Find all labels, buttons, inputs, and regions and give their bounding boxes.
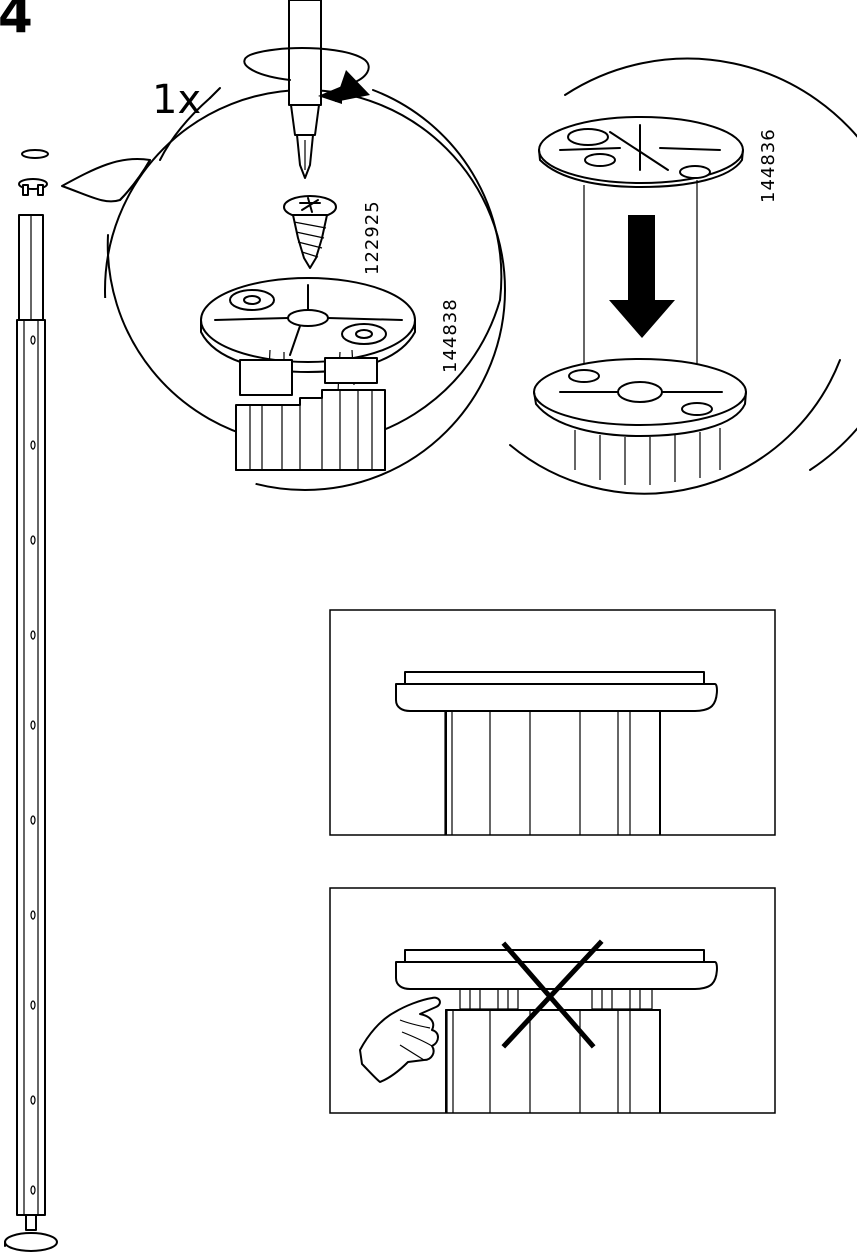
correct-fit-panel bbox=[329, 609, 776, 836]
step-number: 4 bbox=[0, 0, 33, 44]
post-overview bbox=[4, 149, 58, 1252]
screw-detail bbox=[61, 0, 506, 491]
cap-detail bbox=[509, 57, 857, 495]
incorrect-fit-panel bbox=[329, 887, 776, 1114]
